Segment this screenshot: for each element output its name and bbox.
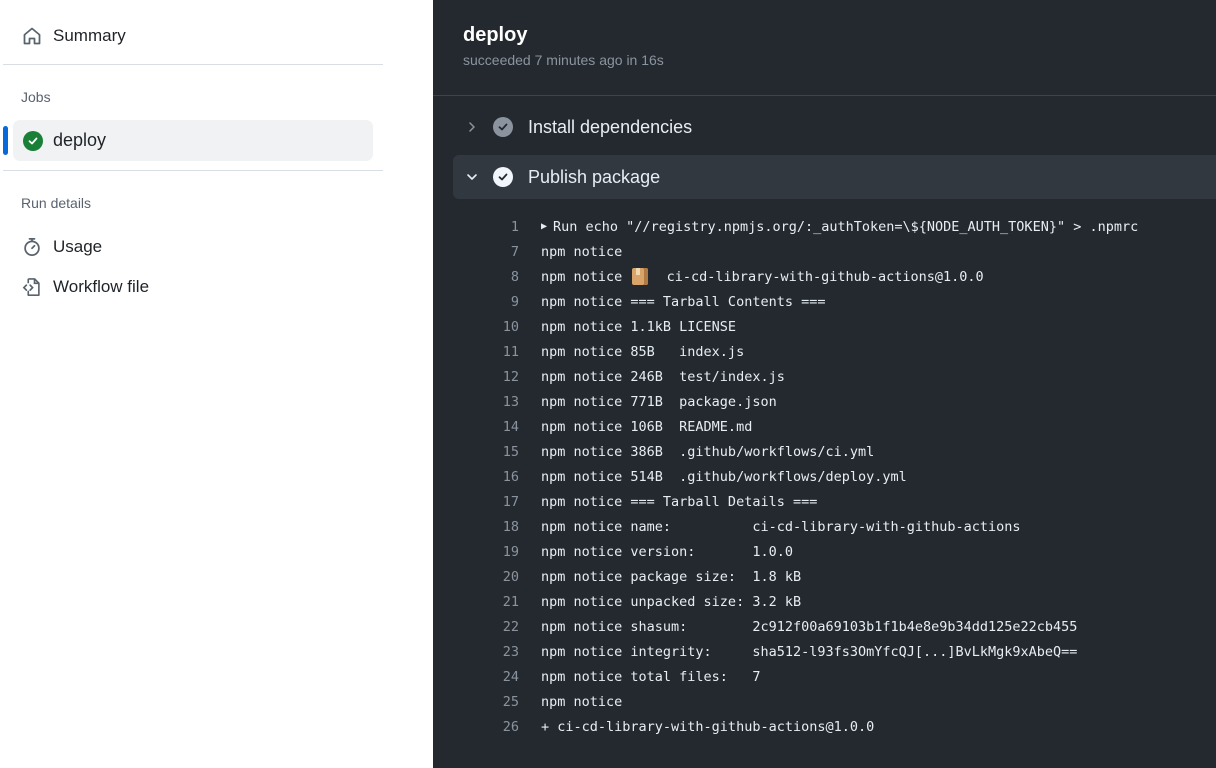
log-line: 26 + ci-cd-library-with-github-actions@1.… xyxy=(433,714,1216,739)
log-text: npm notice 386B .github/workflows/ci.yml xyxy=(541,443,875,460)
log-line: 12 npm notice 246B test/index.js xyxy=(433,364,1216,389)
log-line: 25 npm notice xyxy=(433,689,1216,714)
log-line: 18 npm notice name: ci-cd-library-with-gi… xyxy=(433,514,1216,539)
job-status-subtitle: succeeded 7 minutes ago in 16s xyxy=(463,52,664,68)
line-number[interactable]: 9 xyxy=(510,293,519,310)
line-number[interactable]: 20 xyxy=(502,568,519,585)
log-line: 24 npm notice total files: 7 xyxy=(433,664,1216,689)
success-check-icon xyxy=(23,130,43,151)
line-number[interactable]: 22 xyxy=(502,618,519,635)
sidebar: Summary Jobs deploy Run details Usage Wo… xyxy=(0,0,433,768)
line-number[interactable]: 7 xyxy=(510,243,519,260)
line-number[interactable]: 12 xyxy=(502,368,519,385)
log-line[interactable]: 1 ▶ Run echo "//registry.npmjs.org/:_aut… xyxy=(433,214,1216,239)
line-number[interactable]: 8 xyxy=(510,268,519,285)
line-number[interactable]: 16 xyxy=(502,468,519,485)
log-text: npm notice name: ci-cd-library-with-gith… xyxy=(541,518,1021,535)
log-text: npm notice xyxy=(541,268,631,285)
log-line: 14 npm notice 106B README.md xyxy=(433,414,1216,439)
sidebar-divider xyxy=(3,64,383,65)
sidebar-item-usage[interactable]: Usage xyxy=(13,227,373,267)
step-name: Publish package xyxy=(528,166,661,187)
job-title: deploy xyxy=(463,24,528,46)
step-install-dependencies[interactable]: Install dependencies xyxy=(453,105,1216,149)
log-text: npm notice 1.1kB LICENSE xyxy=(541,318,737,335)
log-text: npm notice xyxy=(541,243,623,260)
log-line: 20 npm notice package size: 1.8 kB xyxy=(433,564,1216,589)
log-text: npm notice 85B index.js xyxy=(541,343,745,360)
log-line: 17 npm notice === Tarball Details === xyxy=(433,489,1216,514)
line-number[interactable]: 10 xyxy=(502,318,519,335)
usage-label: Usage xyxy=(53,237,103,256)
log-line: 22 npm notice shasum: 2c912f00a69103b1f1b… xyxy=(433,614,1216,639)
line-number[interactable]: 25 xyxy=(502,693,519,710)
log-text: npm notice 514B .github/workflows/deploy… xyxy=(541,468,907,485)
log-text: npm notice === Tarball Contents === xyxy=(541,293,826,310)
sidebar-summary-label: Summary xyxy=(53,26,126,45)
line-number[interactable]: 11 xyxy=(502,343,519,360)
line-number[interactable]: 14 xyxy=(502,418,519,435)
step-success-icon xyxy=(493,117,513,137)
log-line: 21 npm notice unpacked size: 3.2 kB xyxy=(433,589,1216,614)
line-number[interactable]: 15 xyxy=(502,443,519,460)
log-text: ci-cd-library-with-github-actions@1.0.0 xyxy=(650,268,984,285)
sidebar-item-summary[interactable]: Summary xyxy=(13,16,373,56)
step-success-icon xyxy=(493,167,513,187)
log-text: + ci-cd-library-with-github-actions@1.0.… xyxy=(541,718,875,735)
workflow-file-label: Workflow file xyxy=(53,277,150,296)
line-number[interactable]: 17 xyxy=(502,493,519,510)
stopwatch-icon xyxy=(21,236,43,258)
step-name: Install dependencies xyxy=(528,116,693,137)
line-number[interactable]: 26 xyxy=(502,718,519,735)
line-number[interactable]: 1 xyxy=(510,218,519,235)
log-text: npm notice 246B test/index.js xyxy=(541,368,785,385)
line-number[interactable]: 21 xyxy=(502,593,519,610)
run-details-heading: Run details xyxy=(21,195,92,211)
log-text: npm notice 771B package.json xyxy=(541,393,777,410)
line-number[interactable]: 23 xyxy=(502,643,519,660)
sidebar-item-workflow-file[interactable]: Workflow file xyxy=(13,267,373,307)
log-text: Run echo "//registry.npmjs.org/:_authTok… xyxy=(553,218,1139,235)
log-text: npm notice version: 1.0.0 xyxy=(541,543,793,560)
step-publish-package[interactable]: Publish package xyxy=(453,155,1216,199)
home-icon xyxy=(21,25,43,47)
line-number[interactable]: 24 xyxy=(502,668,519,685)
log-text: npm notice total files: 7 xyxy=(541,668,761,685)
log-text: npm notice xyxy=(541,693,623,710)
log-line: 9 npm notice === Tarball Contents === xyxy=(433,289,1216,314)
line-number[interactable]: 18 xyxy=(502,518,519,535)
log-text: npm notice === Tarball Details === xyxy=(541,493,818,510)
file-code-icon xyxy=(21,276,43,298)
line-number[interactable]: 19 xyxy=(502,543,519,560)
job-label: deploy xyxy=(53,130,107,150)
log-text: npm notice 106B README.md xyxy=(541,418,753,435)
sidebar-job-deploy[interactable]: deploy xyxy=(13,120,373,161)
package-icon xyxy=(632,268,649,285)
sidebar-divider xyxy=(3,170,383,171)
log-text: npm notice shasum: 2c912f00a69103b1f1b4e… xyxy=(541,618,1078,635)
log-line: 19 npm notice version: 1.0.0 xyxy=(433,539,1216,564)
job-log-panel: deploy succeeded 7 minutes ago in 16s In… xyxy=(433,0,1216,768)
log-line: 7 npm notice xyxy=(433,239,1216,264)
chevron-down-icon xyxy=(457,171,487,183)
log-line: 23 npm notice integrity: sha512-l93fs3OmY… xyxy=(433,639,1216,664)
header-divider xyxy=(433,95,1216,96)
log-text: npm notice package size: 1.8 kB xyxy=(541,568,802,585)
log-line: 10 npm notice 1.1kB LICENSE xyxy=(433,314,1216,339)
jobs-heading: Jobs xyxy=(21,89,51,105)
log-text: npm notice integrity: sha512-l93fs3OmYfc… xyxy=(541,643,1078,660)
chevron-right-icon xyxy=(457,121,487,133)
expand-triangle-icon[interactable]: ▶ xyxy=(541,221,548,232)
log-line: 11 npm notice 85B index.js xyxy=(433,339,1216,364)
log-line: 8 npm notice ci-cd-library-with-github-a… xyxy=(433,264,1216,289)
log-line: 16 npm notice 514B .github/workflows/depl… xyxy=(433,464,1216,489)
active-job-indicator xyxy=(3,126,8,155)
log-text: npm notice unpacked size: 3.2 kB xyxy=(541,593,802,610)
line-number[interactable]: 13 xyxy=(502,393,519,410)
log-line: 15 npm notice 386B .github/workflows/ci.y… xyxy=(433,439,1216,464)
log-output: 1 ▶ Run echo "//registry.npmjs.org/:_aut… xyxy=(433,214,1216,739)
log-line: 13 npm notice 771B package.json xyxy=(433,389,1216,414)
